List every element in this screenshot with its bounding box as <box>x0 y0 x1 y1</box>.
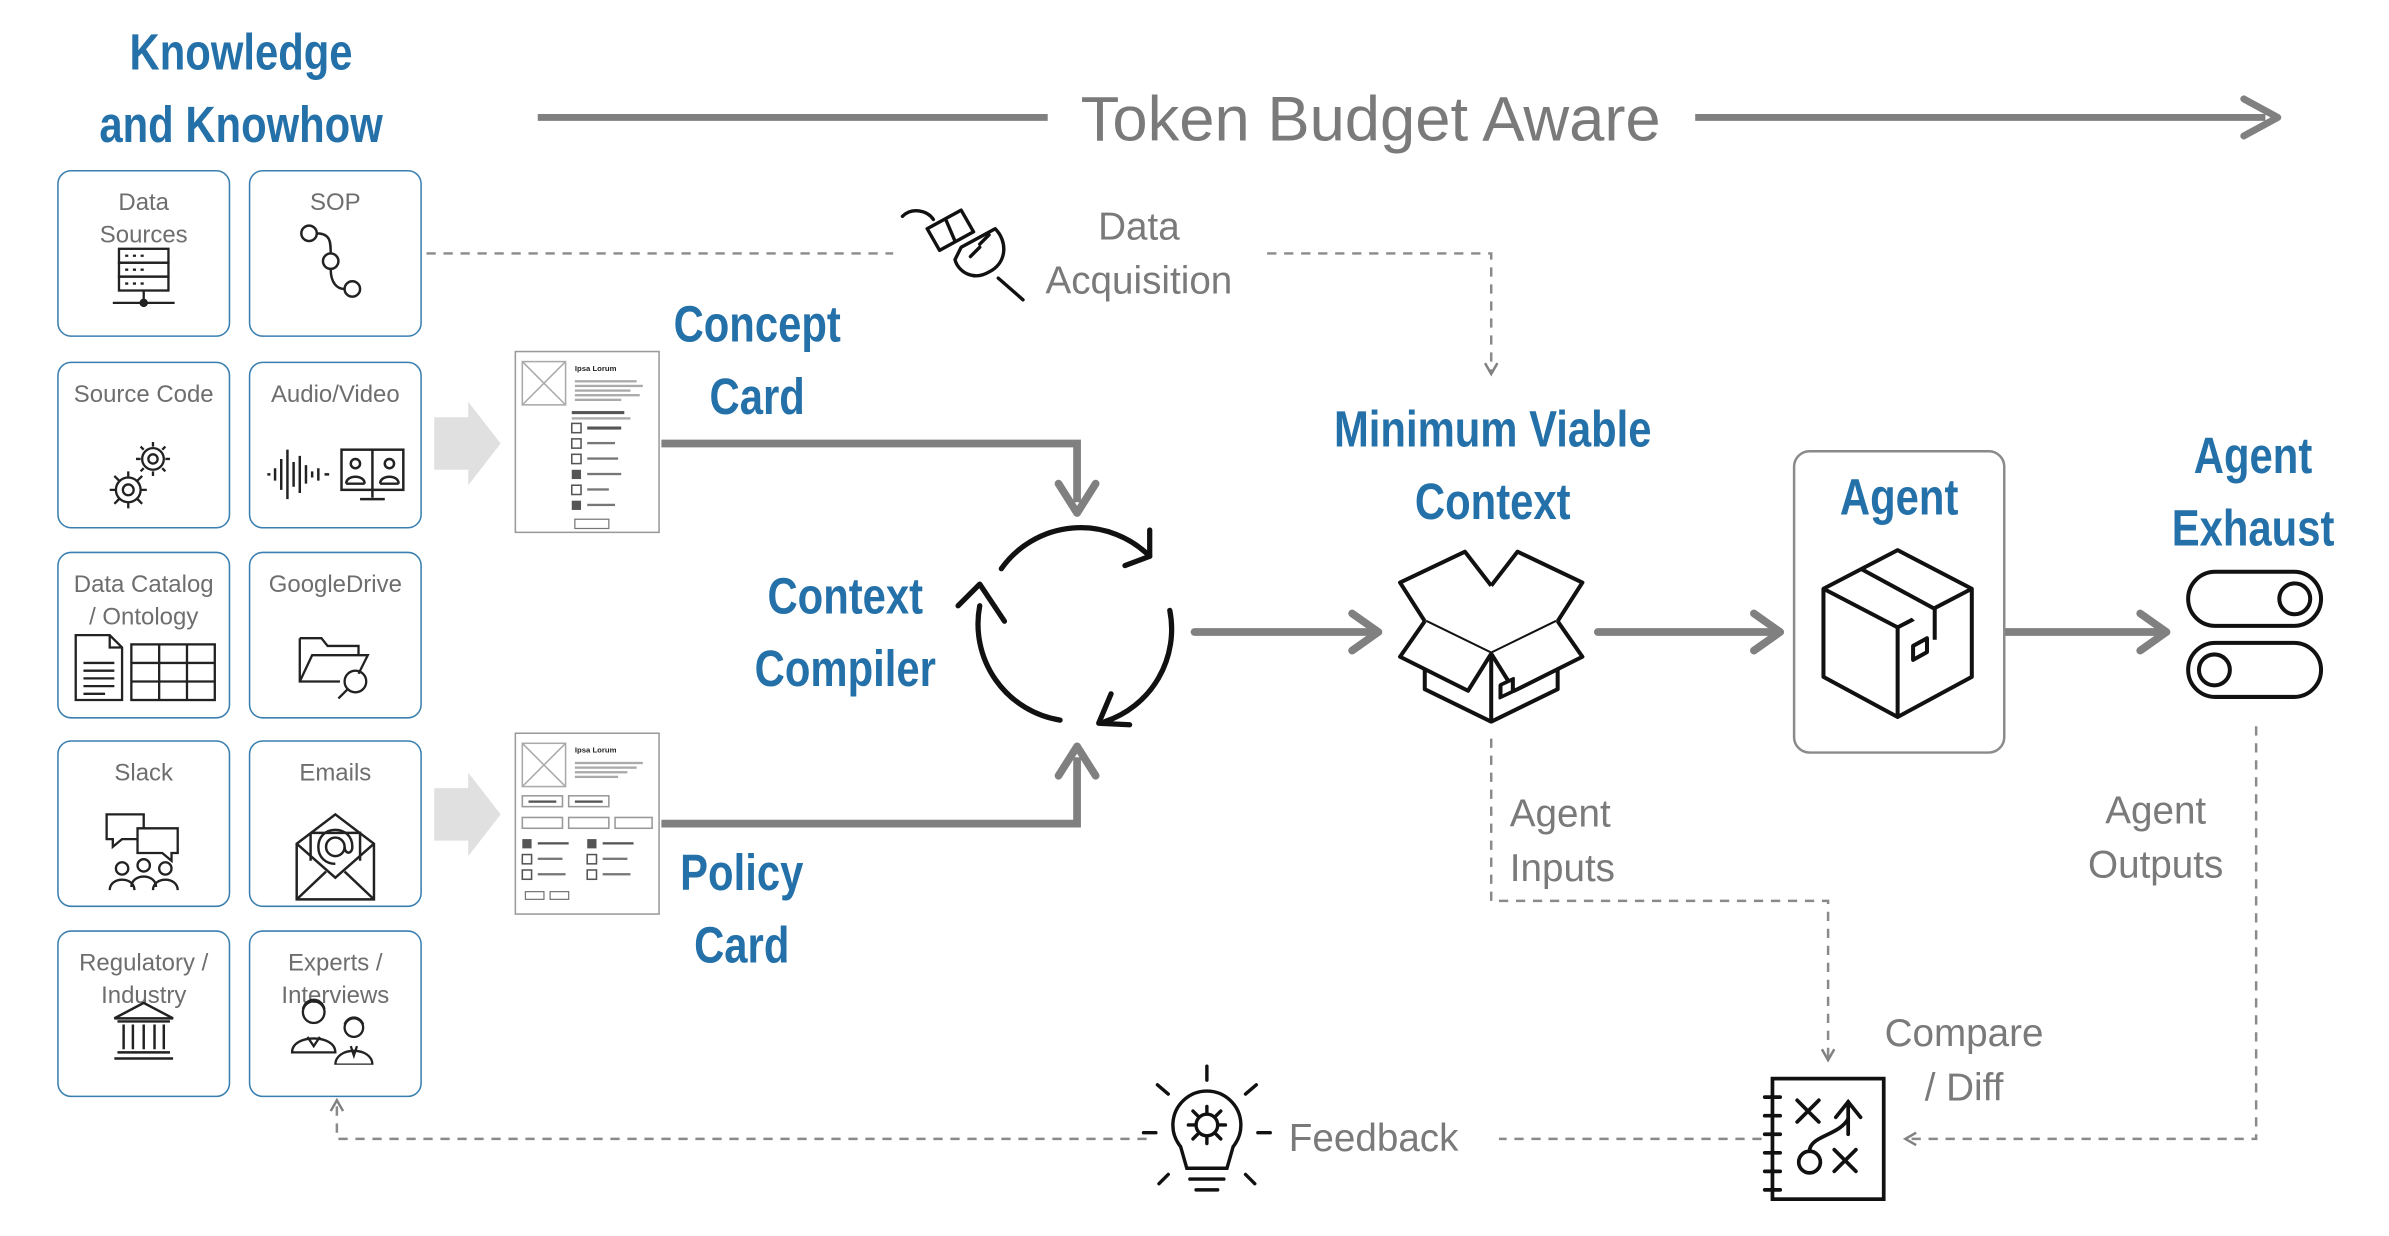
policy-card-title: Policy Card <box>680 843 804 974</box>
tile-label: Emails <box>299 760 372 787</box>
policy-arrowhead <box>1054 742 1100 780</box>
document-lines <box>521 742 653 900</box>
toggle-switch-icon <box>2186 569 2324 699</box>
block-arrow-concept <box>434 401 501 486</box>
tile-label: Data Sources <box>99 190 188 249</box>
catalog-icon <box>59 624 229 711</box>
gears-icon <box>59 431 229 518</box>
institution-icon <box>59 987 229 1074</box>
agent-outputs-label: Agent Outputs <box>2088 789 2224 888</box>
feedback-path <box>329 1097 1147 1141</box>
context-compiler-title: Context Compiler <box>754 567 936 697</box>
policy-card-document: Ipsa Lorum <box>514 732 660 915</box>
concept-card-title: Concept Card <box>673 295 841 425</box>
data-acquisition-line-right <box>1267 252 1499 377</box>
tile-label: Experts / Interviews <box>281 950 390 1010</box>
compare-diff-label: Compare / Diff <box>1884 1012 2044 1110</box>
tile-regulatory: Regulatory / Industry <box>57 930 231 1098</box>
block-arrow-policy <box>434 772 501 857</box>
tile-label: Data Catalog / Ontology <box>73 571 214 631</box>
audio-video-icon <box>250 431 420 518</box>
plug-icon <box>900 208 1025 302</box>
agent-inputs-label: Agent Inputs <box>1509 792 1616 891</box>
workflow-icon <box>250 221 420 308</box>
concept-card-document: Ipsa Lorum <box>514 350 660 534</box>
cycle-icon <box>955 525 1175 728</box>
closed-box-icon <box>1821 548 1974 720</box>
concept-arrowhead <box>1054 479 1100 517</box>
server-icon <box>59 236 229 323</box>
tile-emails: Emails <box>248 740 422 908</box>
folder-search-icon <box>250 618 420 705</box>
concept-to-compiler-arrow <box>661 439 1081 503</box>
tile-data-catalog: Data Catalog / Ontology <box>57 551 231 719</box>
agent-exhaust-title: Agent Exhaust <box>2171 426 2335 557</box>
feedback-label: Feedback <box>1288 1117 1459 1161</box>
compare-diff-icon <box>1762 1076 1886 1202</box>
card-heading: Ipsa Lorum <box>574 364 617 374</box>
token-budget-label: Token Budget Aware <box>1080 83 1661 155</box>
tile-experts: Experts / Interviews <box>248 930 422 1098</box>
chat-people-icon <box>59 810 229 897</box>
tile-audio-video: Audio/Video <box>248 361 422 529</box>
policy-to-compiler-arrow <box>661 757 1081 828</box>
lightbulb-gear-icon <box>1141 1064 1272 1192</box>
data-acquisition-label: Data Acquisition <box>1045 205 1233 303</box>
card-heading: Ipsa Lorum <box>574 746 617 756</box>
agent-outputs-path <box>1902 726 2258 1147</box>
agent-title: Agent <box>1839 468 1959 526</box>
knowledge-knowhow-title: Knowledge and Knowhow <box>99 23 383 153</box>
tile-sop: SOP <box>248 169 422 337</box>
tile-label: Slack <box>114 760 174 787</box>
minimum-viable-context-title: Minimum Viable Context <box>1333 400 1652 531</box>
tile-data-sources: Data Sources <box>57 169 231 337</box>
tile-label: Audio/Video <box>270 381 400 408</box>
agent-inputs-path <box>1489 738 1836 1063</box>
document-lines <box>521 360 643 530</box>
tile-label: GoogleDrive <box>268 571 402 599</box>
email-icon <box>250 812 420 901</box>
tile-label: Source Code <box>73 381 214 408</box>
tile-slack: Slack <box>57 740 231 908</box>
flow-arrows <box>1190 609 2171 655</box>
tile-label: SOP <box>310 190 361 217</box>
token-budget-arrowhead <box>2240 95 2282 140</box>
tile-label: Regulatory / Industry <box>79 950 209 1010</box>
tile-googledrive: GoogleDrive <box>248 551 422 719</box>
tile-source-code: Source Code <box>57 361 231 529</box>
experts-icon <box>250 987 420 1074</box>
open-box-icon <box>1398 549 1585 724</box>
